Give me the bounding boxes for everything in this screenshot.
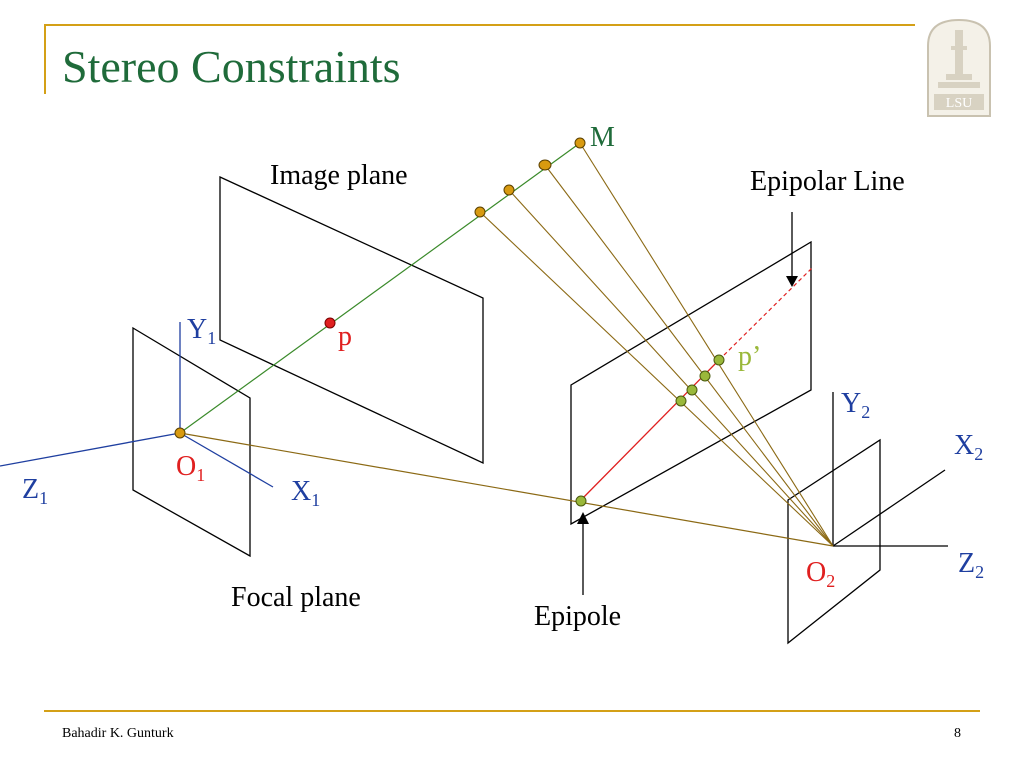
point-o1 <box>174 427 186 439</box>
label-m: M <box>590 122 615 153</box>
label-p-prime: p’ <box>738 341 761 372</box>
point-a <box>538 159 552 171</box>
point-m <box>574 137 586 149</box>
label-focal-plane: Focal plane <box>231 582 361 613</box>
footer-rule <box>44 710 980 712</box>
point-p-prime-2 <box>699 370 711 382</box>
page-number: 8 <box>954 726 961 741</box>
label-z1: Z1 <box>22 474 48 508</box>
epipole-arrow-head <box>577 512 589 524</box>
x1-axis <box>179 432 274 488</box>
focal-plane-left <box>132 326 251 558</box>
university-logo: LSU <box>927 18 991 117</box>
epipolar-line-dashed <box>718 267 813 361</box>
ray-c-o2 <box>479 211 834 547</box>
point-p-prime-1 <box>713 354 725 366</box>
title-rule-top <box>44 24 915 26</box>
ray-a-o2 <box>544 164 834 547</box>
label-o1: O1 <box>176 451 205 485</box>
label-epipole: Epipole <box>534 601 621 632</box>
epipolar-arrow-head <box>786 276 798 287</box>
label-y1: Y1 <box>187 314 216 348</box>
baseline <box>179 432 834 547</box>
svg-text:LSU: LSU <box>946 96 972 111</box>
point-epipole <box>575 495 587 507</box>
ray-m-o2 <box>579 142 834 547</box>
point-p-prime-3 <box>686 384 698 396</box>
focal-plane-right <box>787 438 881 645</box>
x2-axis <box>832 469 946 547</box>
label-z2: Z2 <box>958 548 984 582</box>
label-image-plane: Image plane <box>270 160 408 191</box>
point-p <box>324 317 336 329</box>
point-c <box>474 206 486 218</box>
point-b <box>503 184 515 196</box>
epipolar-line-solid <box>579 359 720 502</box>
label-x1: X1 <box>291 476 320 510</box>
image-plane-left <box>219 175 484 465</box>
slide-title: Stereo Constraints <box>62 41 401 92</box>
footer-author: Bahadir K. Gunturk <box>62 726 174 741</box>
ray-b-o2 <box>508 189 834 547</box>
label-x2: X2 <box>954 430 983 464</box>
label-y2: Y2 <box>841 388 870 422</box>
label-epipolar-line: Epipolar Line <box>750 166 905 197</box>
image-plane-right <box>570 240 812 526</box>
title-rule-left <box>44 24 46 94</box>
z1-axis <box>0 432 181 467</box>
label-p: p <box>338 321 352 352</box>
label-o2: O2 <box>806 557 835 591</box>
point-p-prime-4 <box>675 395 687 407</box>
